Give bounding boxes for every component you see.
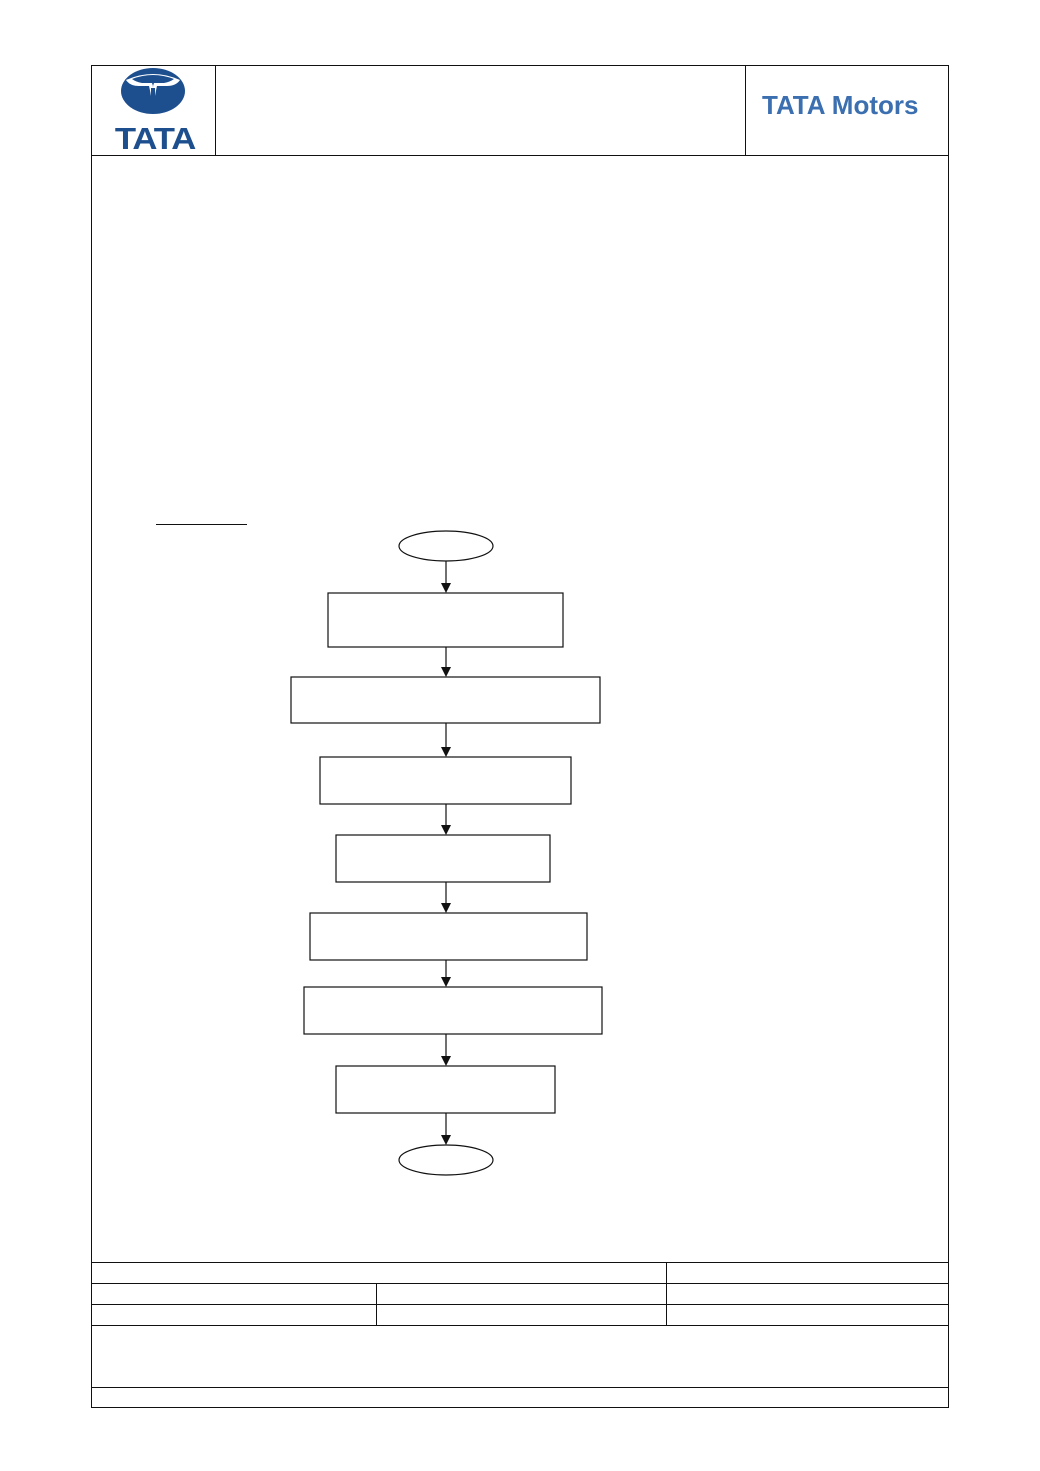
tata-logo: TATA [92,66,215,155]
flow-step-box [319,756,572,805]
footer-row-rule [91,1387,949,1388]
flow-step-box [303,986,603,1035]
footer-row-rule [91,1304,949,1305]
header-brand-divider [745,65,746,155]
flow-step-box [290,676,601,724]
flow-step-box [335,1065,556,1114]
footer-column-rule [666,1262,667,1325]
logo-wordmark: TATA [114,121,196,156]
tata-emblem-icon [121,68,185,114]
footer-top-rule [91,1262,949,1263]
flow-step-box [309,912,588,961]
flow-start-terminator [398,530,494,562]
footer-row-rule [91,1283,949,1284]
header-logo-divider [215,65,216,155]
flow-end-terminator [398,1144,494,1176]
document-frame [91,65,949,1408]
footer-row-rule [91,1325,949,1326]
brand-name: TATA Motors [762,90,919,120]
flowchart-heading-underline [156,524,247,525]
footer-column-rule [376,1283,377,1325]
header-bottom-rule [91,155,949,156]
flow-step-box [327,592,564,648]
flow-step-box [335,834,551,883]
